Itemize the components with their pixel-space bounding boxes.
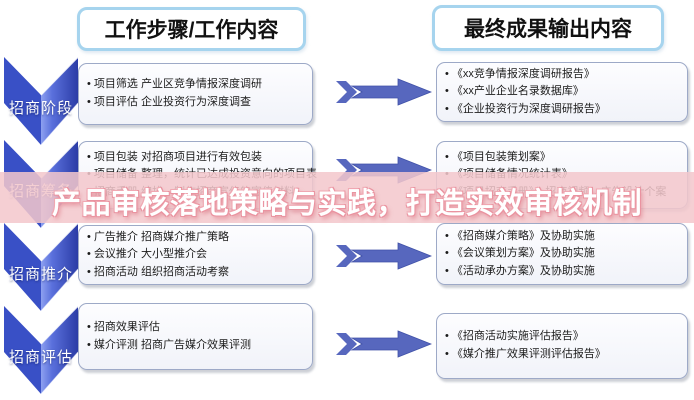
chevron-down-icon <box>4 305 79 395</box>
output-item: 《项目包装策划案》 <box>445 149 666 167</box>
work-item: 项目评估 企业投资行为深度调查 <box>87 94 262 112</box>
work-item: 招商效果评估 <box>87 319 251 337</box>
output-item: 《企业投资行为深度调研报告》 <box>445 101 606 119</box>
output-item-list: 《xx竞争情报深度调研报告》《xx产业企业名录数据库》《企业投资行为深度调研报告… <box>437 64 608 121</box>
work-item: 会议推介 大小型推介会 <box>87 246 229 264</box>
overlay-title: 产品审核落地策略与实践，打造实效审核机制 <box>51 187 642 220</box>
stage-chevron-3: 招商推介 <box>4 222 79 312</box>
output-item-list: 《招商媒介策略》及协助实施《会议策划方案》及协助实施《活动承办方案》及协助实施 <box>437 226 597 283</box>
flow-arrow-icon <box>336 330 433 358</box>
work-item: 招商活动 组织招商活动考察 <box>87 264 229 282</box>
work-content-box-1: 项目筛选 产业区竞争情报深度调研项目评估 企业投资行为深度调查 <box>78 63 313 125</box>
work-item-list: 项目筛选 产业区竞争情报深度调研项目评估 企业投资行为深度调查 <box>79 74 264 113</box>
output-item-list: 《招商活动实施评估报告》《媒介推广效果评测评估报告》 <box>437 326 608 365</box>
output-content-box-4: 《招商活动实施评估报告》《媒介推广效果评测评估报告》 <box>436 313 688 379</box>
stage-label: 招商评估 <box>8 349 73 366</box>
title-overlay-band: 产品审核落地策略与实践，打造实效审核机制 <box>0 172 694 223</box>
output-item: 《会议策划方案》及协助实施 <box>445 245 595 263</box>
header-work-steps-label: 工作步骤/工作内容 <box>104 19 279 42</box>
stage-label: 招商阶段 <box>8 100 73 117</box>
stage-chevron-4: 招商评估 <box>4 305 79 395</box>
work-item: 媒介评测 招商广告媒介效果评测 <box>87 337 251 355</box>
output-item: 《xx竞争情报深度调研报告》 <box>445 66 606 84</box>
work-item: 广告推介 招商媒介推广策略 <box>87 229 229 247</box>
output-item: 《招商媒介策略》及协助实施 <box>445 228 595 246</box>
stage-label: 招商推介 <box>8 266 73 283</box>
output-item: 《xx产业企业名录数据库》 <box>445 83 606 101</box>
output-item: 《媒介推广效果评测评估报告》 <box>445 346 606 364</box>
header-work-steps: 工作步骤/工作内容 <box>77 7 306 51</box>
work-content-box-4: 招商效果评估媒介评测 招商广告媒介效果评测 <box>78 303 313 370</box>
output-content-box-1: 《xx竞争情报深度调研报告》《xx产业企业名录数据库》《企业投资行为深度调研报告… <box>436 62 688 122</box>
work-item-list: 广告推介 招商媒介推广策略会议推介 大小型推介会招商活动 组织招商活动考察 <box>79 227 231 284</box>
stage-chevron-1: 招商阶段 <box>4 56 79 146</box>
flow-arrow-icon <box>336 242 433 270</box>
flow-arrow-icon <box>336 78 433 106</box>
work-item: 项目筛选 产业区竞争情报深度调研 <box>87 76 262 94</box>
chevron-down-icon <box>4 222 79 312</box>
work-content-box-3: 广告推介 招商媒介推广策略会议推介 大小型推介会招商活动 组织招商活动考察 <box>78 225 313 285</box>
output-item: 《活动承办方案》及协助实施 <box>445 263 595 281</box>
work-item-list: 招商效果评估媒介评测 招商广告媒介效果评测 <box>79 317 253 356</box>
header-final-outputs-label: 最终成果输出内容 <box>464 18 632 41</box>
header-final-outputs: 最终成果输出内容 <box>432 5 664 51</box>
output-item: 《招商活动实施评估报告》 <box>445 328 606 346</box>
work-item: 项目包装 对招商项目进行有效包装 <box>87 149 317 167</box>
output-content-box-3: 《招商媒介策略》及协助实施《会议策划方案》及协助实施《活动承办方案》及协助实施 <box>436 223 688 285</box>
chevron-down-icon <box>4 56 79 146</box>
